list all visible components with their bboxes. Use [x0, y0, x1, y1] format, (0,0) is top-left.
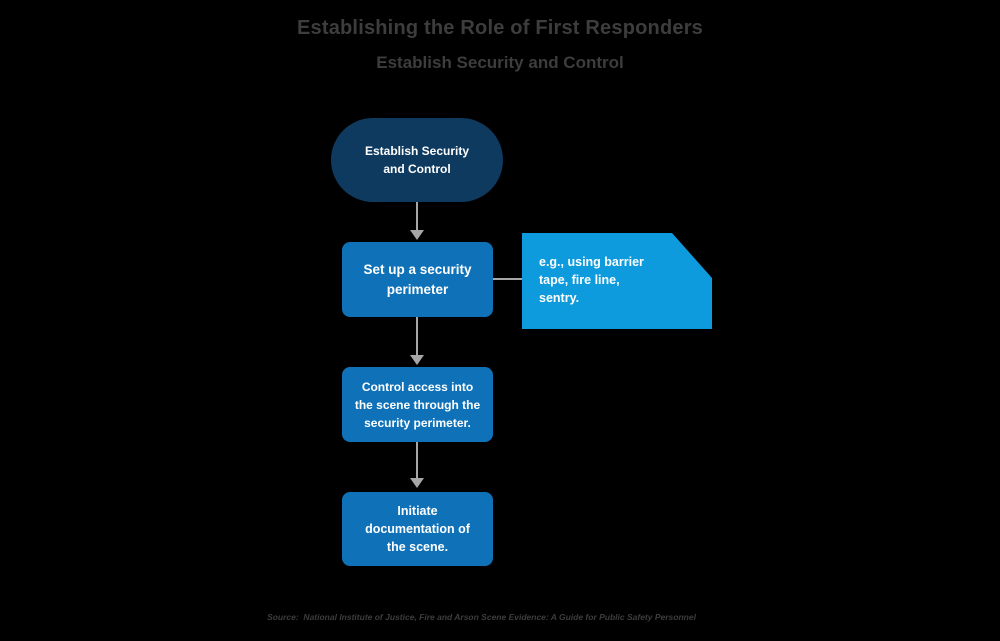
connector-line-control-to-documentation [416, 442, 418, 478]
source-attribution: Source: National Institute of Justice, F… [267, 612, 696, 622]
connector-line-perimeter-to-control [416, 317, 418, 355]
connector-line-start-to-perimeter [416, 202, 418, 230]
arrowhead-down-icon [410, 478, 424, 488]
page-title: Establishing the Role of First Responder… [296, 17, 704, 39]
callout-note-example: e.g., using barrier tape, fire line, sen… [522, 233, 712, 329]
process-control-access: Control access into the scene through th… [342, 367, 493, 442]
process-initiate-documentation: Initiate documentation of the scene. [342, 492, 493, 566]
arrowhead-down-icon [410, 230, 424, 240]
connector-line-perimeter-to-note [493, 278, 522, 280]
arrowhead-down-icon [410, 355, 424, 365]
terminator-establish-security: Establish Security and Control [331, 118, 503, 202]
page-subtitle: Establish Security and Control [376, 53, 624, 72]
process-set-up-perimeter: Set up a security perimeter [342, 242, 493, 317]
